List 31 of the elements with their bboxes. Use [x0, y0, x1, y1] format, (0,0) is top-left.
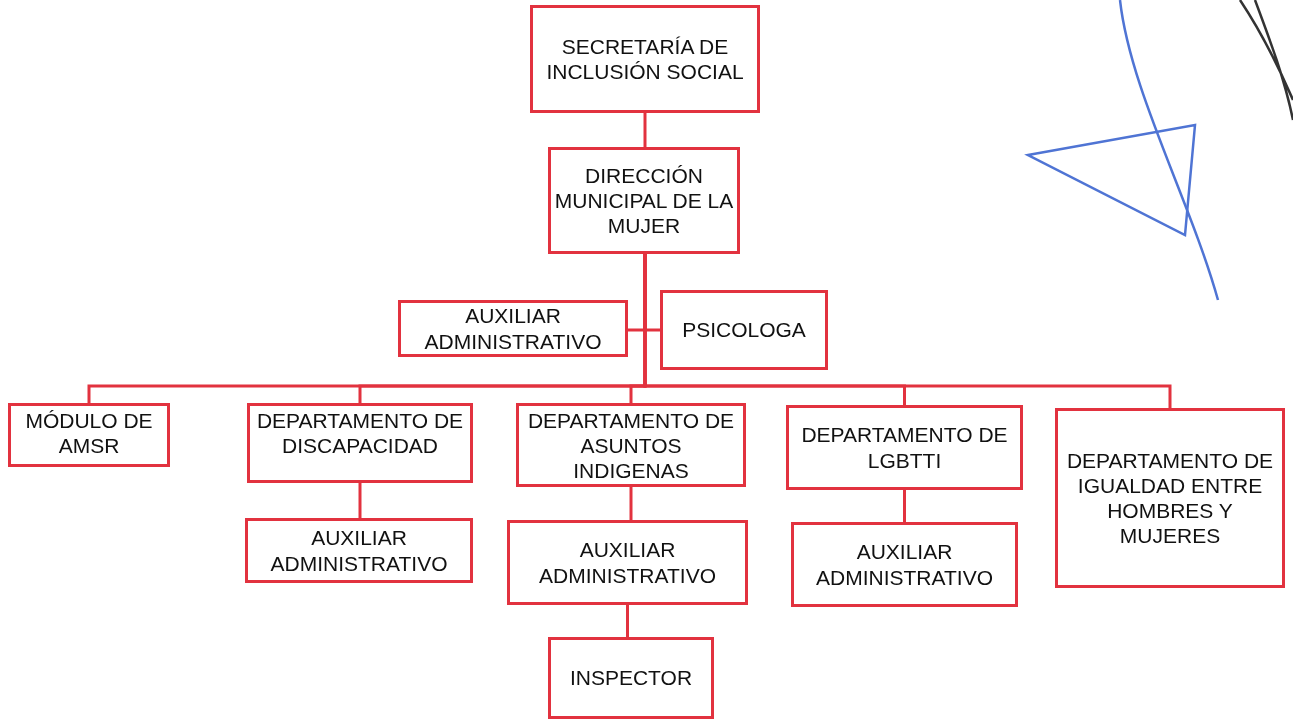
- org-box: [8, 403, 170, 467]
- box-label: DEPARTAMENTO DE ASUNTOS INDIGENAS: [526, 408, 736, 484]
- box-label: DIRECCIÓN MUNICIPAL DE LA MUJER: [554, 162, 734, 239]
- connector-line: [626, 605, 629, 637]
- box-label: SECRETARÍA DE INCLUSIÓN SOCIAL: [545, 33, 745, 85]
- org-box: [791, 522, 1018, 607]
- box-label: DEPARTAMENTO DE LGBTTI: [800, 422, 1009, 473]
- box-label: AUXILIAR ADMINISTRATIVO: [423, 303, 603, 354]
- org-box: [548, 147, 740, 254]
- org-box: [247, 403, 473, 483]
- connector-line: [629, 487, 633, 520]
- org-box: [516, 403, 746, 487]
- box-label: AUXILIAR ADMINISTRATIVO: [538, 537, 717, 588]
- box-label: PSICOLOGA: [682, 317, 806, 343]
- org-box: [398, 300, 628, 357]
- org-box: [786, 405, 1023, 490]
- connector-line: [643, 113, 647, 147]
- box-label: MÓDULO DE AMSR: [24, 408, 154, 459]
- org-box: [245, 518, 473, 583]
- box-label: INSPECTOR: [569, 665, 693, 691]
- org-box: [548, 637, 714, 719]
- connector-line: [903, 490, 906, 522]
- connector-line: [358, 483, 362, 518]
- org-box: [507, 520, 748, 605]
- org-box: [530, 5, 760, 113]
- org-box: [660, 290, 828, 370]
- org-box: [1055, 408, 1285, 588]
- box-label: DEPARTAMENTO DE IGUALDAD ENTRE HOMBRES Y MUJERES: [1065, 447, 1275, 549]
- box-label: AUXILIAR ADMINISTRATIVO: [269, 525, 449, 576]
- box-label: DEPARTAMENTO DE DISCAPACIDAD: [255, 408, 465, 459]
- box-label: AUXILIAR ADMINISTRATIVO: [815, 539, 994, 590]
